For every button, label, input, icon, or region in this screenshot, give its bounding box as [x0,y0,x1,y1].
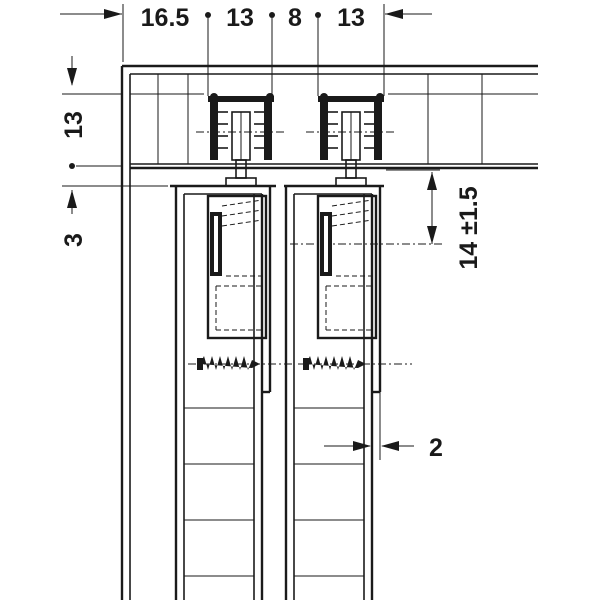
top-dimension-chain: 16.5 13 8 13 [60,4,432,96]
dim-gap: 2 [429,434,443,462]
dim-top-2: 13 [226,4,254,32]
dim-left-lower: 3 [60,233,88,247]
track-carriage-right [306,93,396,187]
dim-left-upper: 13 [60,111,88,139]
gap-dimension: 2 [324,392,443,462]
screw-left [197,356,260,370]
track-carriage-left [196,93,286,187]
left-dimensions: 13 3 [60,56,168,247]
right-dimension: 14 ±1.5 [290,169,483,270]
screw-right [303,356,366,370]
dim-right-height: 14 ±1.5 [455,186,483,269]
dim-top-4: 13 [337,4,365,32]
door-panel-left [170,184,292,600]
top-rail-profile [120,64,538,600]
dim-top-3: 8 [288,4,302,32]
dim-top-1: 16.5 [141,4,190,32]
door-panel-right [284,184,412,600]
